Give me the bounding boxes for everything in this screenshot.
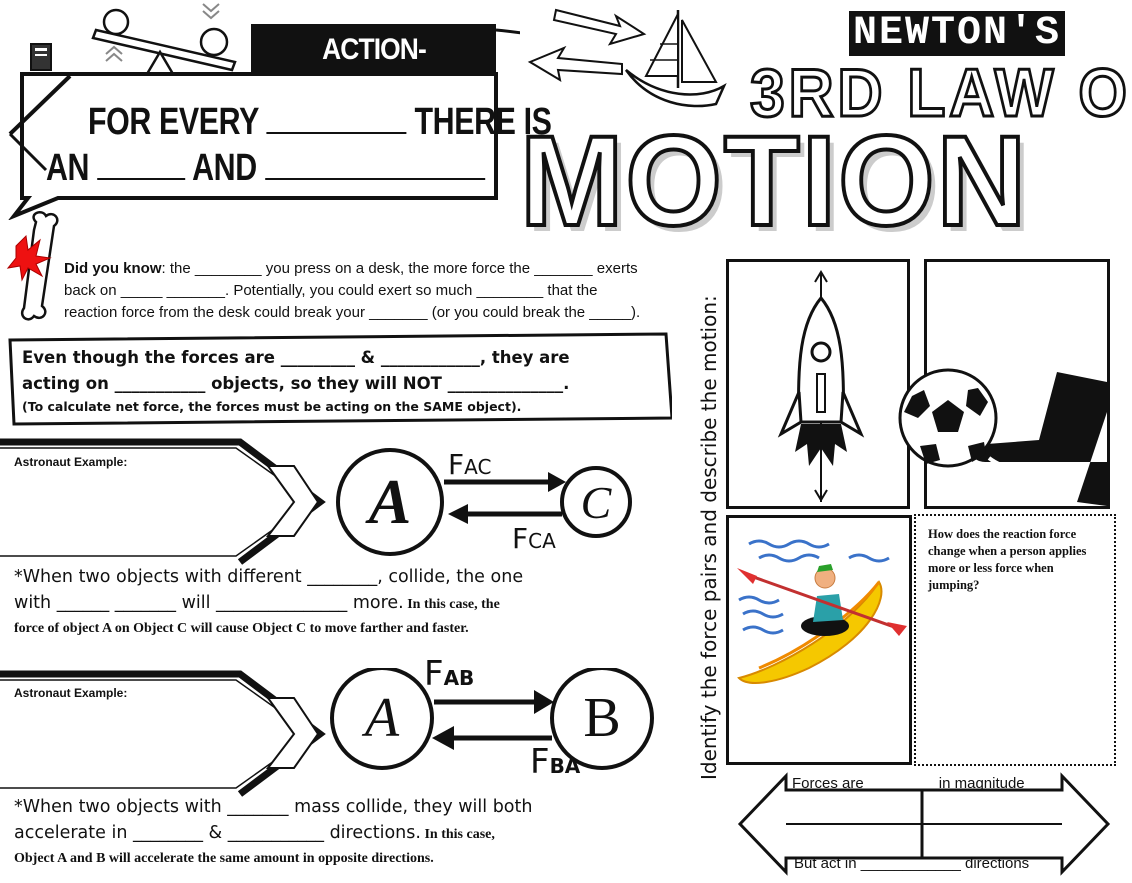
rocket-panel	[726, 259, 910, 509]
double-arrow-icon	[527, 8, 647, 83]
title-line-3: MOTION	[518, 110, 1029, 253]
did-you-know-lead: Did you know	[64, 260, 162, 277]
example-2-diagram	[0, 668, 654, 797]
soccer-kick-icon	[973, 372, 1107, 506]
speech-bubble	[8, 72, 498, 220]
arrow-top-text: Forces are ________ in magnitude	[792, 775, 1025, 792]
bubble-blank-1	[266, 98, 407, 135]
example-1-circle-c: C	[580, 477, 612, 528]
object-c-circle	[560, 466, 632, 538]
example-2-line-1: *When two objects with _______ mass coll…	[14, 797, 533, 817]
sailboat-icon	[624, 10, 727, 108]
example-2-circle-a: A	[364, 687, 400, 749]
example-1-text: *When two objects with different _______…	[14, 564, 674, 640]
example-1-line-3: force of object A on Object C will cause…	[14, 621, 469, 636]
title-line-2: 3RD LAW OF	[749, 55, 1132, 131]
vertical-label: Identify the force pairs and describe th…	[697, 295, 721, 780]
force-ca-symbol: F	[512, 522, 529, 555]
force-ab-subscript: AB	[443, 666, 475, 690]
soccer-ball-icon	[898, 368, 998, 468]
example-2-line-2a: accelerate in ________ & ___________ dir…	[14, 823, 421, 843]
example-1-circle-a: A	[368, 466, 412, 537]
title-newtons-text: NEWTON'S	[794, 10, 1120, 58]
example-2-line-2b: In this case,	[420, 827, 495, 842]
double-headed-arrow	[737, 772, 1111, 876]
bubble-text-there-is: THERE IS	[414, 101, 552, 144]
forces-box: Even though the forces are _________ & _…	[22, 345, 662, 417]
force-ba-symbol: F	[530, 742, 550, 782]
example-2-line-3: Object A and B will accelerate the same …	[14, 851, 434, 866]
seesaw-icon	[91, 3, 237, 76]
example-1-force-top: FAC	[448, 448, 491, 481]
bubble-blank-3	[264, 144, 485, 181]
arrow-bottom-text: But act in ____________ directions	[794, 855, 1030, 872]
forces-box-line-2: acting on ___________ objects, so they w…	[22, 374, 570, 393]
object-a2-circle	[330, 668, 434, 770]
title-line-1: NEWTON'S	[848, 11, 1066, 56]
object-a-circle	[336, 448, 444, 556]
bubble-text-for-every: FOR EVERY	[88, 101, 259, 144]
bubble-text-and: AND	[192, 147, 257, 190]
seesaw-illustration	[30, 3, 520, 78]
question-text: How does the reaction force change when …	[928, 527, 1087, 592]
kayak-icon	[737, 539, 907, 684]
object-b-circle	[550, 668, 654, 770]
did-you-know-line-3: reaction force from the desk could break…	[64, 304, 641, 321]
bubble-line-1: FOR EVERY THERE IS	[88, 98, 552, 144]
example-1-line-2a: with ______ _______ will _______________…	[14, 593, 404, 613]
force-ac-symbol: F	[448, 448, 465, 481]
title-art	[527, 8, 727, 108]
force-ba-subscript: BA	[549, 754, 581, 778]
example-1-diagram	[0, 438, 632, 565]
rocket-icon	[777, 270, 865, 502]
did-you-know-line-1: : the ________ you press on a desk, the …	[161, 260, 638, 277]
bubble-text-an: AN	[46, 147, 90, 190]
bubble-blank-2	[97, 144, 186, 181]
did-you-know: Did you know: the ________ you press on …	[64, 258, 704, 324]
example-2-label: Astronaut Example:	[14, 686, 128, 700]
force-ab-symbol: F	[424, 654, 444, 694]
example-2-circle-b: B	[583, 687, 621, 749]
force-ac-subscript: AC	[464, 455, 492, 479]
force-ca-subscript: CA	[528, 529, 556, 553]
example-1-line-2b: In this case, the	[403, 597, 500, 612]
did-you-know-line-2: back on _____ _______. Potentially, you …	[64, 282, 598, 299]
bone-icon	[6, 211, 59, 321]
example-1-line-1: *When two objects with different _______…	[14, 567, 524, 587]
forces-box-line-1: Even though the forces are _________ & _…	[22, 348, 570, 367]
example-1-force-bottom: FCA	[512, 522, 556, 555]
example-2-force-top: FAB	[424, 654, 474, 694]
example-2-force-bottom: FBA	[530, 742, 580, 782]
bubble-line-2: AN AND	[46, 144, 485, 190]
forces-box-line-3: (To calculate net force, the forces must…	[22, 399, 522, 414]
example-2-text: *When two objects with _______ mass coll…	[14, 794, 674, 870]
question-panel: How does the reaction force change when …	[914, 514, 1116, 766]
kayak-panel	[726, 515, 912, 765]
example-1-label: Astronaut Example:	[14, 455, 128, 469]
book-icon	[30, 43, 52, 71]
forces-box-frame	[8, 332, 672, 426]
